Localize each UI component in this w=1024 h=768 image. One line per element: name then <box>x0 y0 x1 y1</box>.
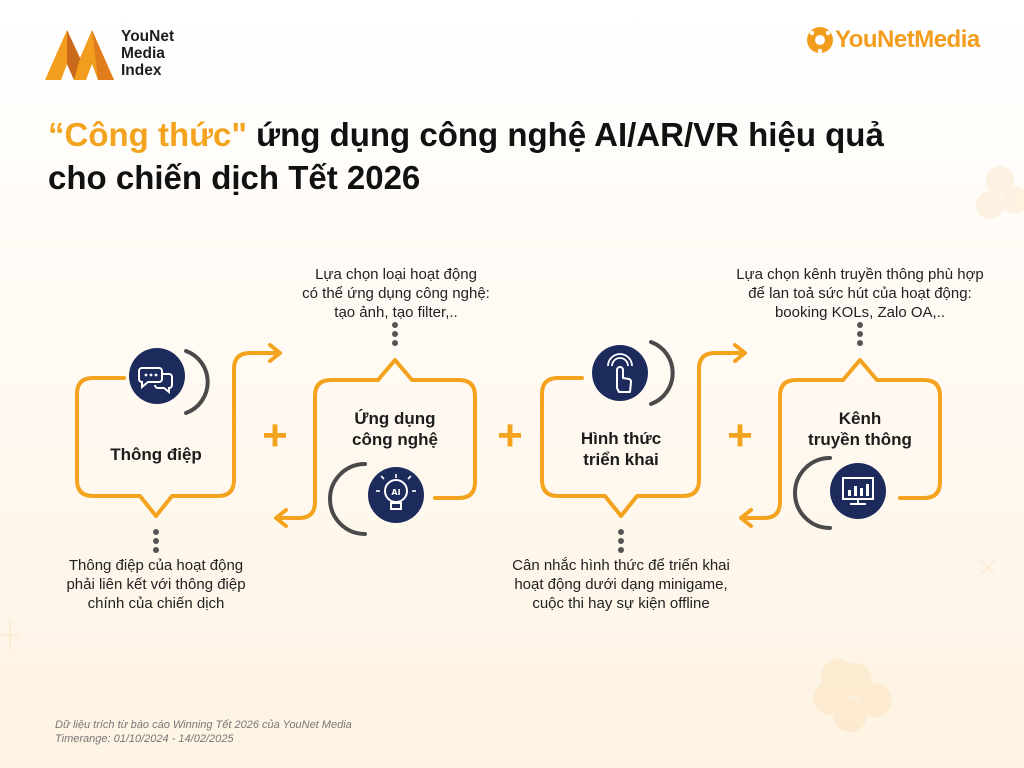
arrow-head-left-2 <box>274 508 288 528</box>
chat-bubbles-icon <box>129 348 185 404</box>
frame-kenh-truyen-thong <box>743 358 942 520</box>
caption-line: tạo ảnh, tạo filter,.. <box>334 304 458 321</box>
younet-media-logo-mark <box>807 27 833 54</box>
label-ung-dung-cong-nghe: Ứng dụng công nghệ <box>318 408 472 450</box>
caption-line: để lan toả sức hút của hoạt động: <box>748 285 972 302</box>
younet-media-index-logo-text: YouNet Media Index <box>121 28 211 79</box>
caption-line: phải liên kết với thông điệp <box>66 576 246 593</box>
dots-4 <box>857 322 863 346</box>
arc-4 <box>793 456 832 530</box>
svg-text:AI: AI <box>391 488 400 497</box>
title-highlight: “Công thức" <box>48 116 248 153</box>
label-hinh-thuc-trien-khai: Hình thức triển khai <box>545 428 697 470</box>
caption-line: cuộc thi hay sự kiện offline <box>532 595 710 612</box>
title-rest: ứng dụng công nghệ AI/AR/VR hiệu quả cho… <box>48 116 884 196</box>
caption-line: có thể ứng dụng công nghệ: <box>302 285 490 302</box>
frame-thong-diep <box>75 351 280 518</box>
footnote-source: Dữ liệu trích từ báo cáo Winning Tết 202… <box>55 719 352 731</box>
caption-line: booking KOLs, Zalo OA,.. <box>774 304 946 321</box>
younet-media-index-logo <box>45 30 114 80</box>
younet-media-logo: YouNetMedia <box>805 25 1005 57</box>
caption-line: Lựa chọn loại hoạt động <box>315 266 477 283</box>
decorative-sparkles <box>0 559 996 650</box>
label-thong-diep: Thông điệp <box>80 444 232 465</box>
dots-2 <box>392 322 398 346</box>
caption-thong-diep: Thông điệp của hoạt động phải liên kết v… <box>44 556 268 613</box>
page-title: “Công thức" ứng dụng công nghệ AI/AR/VR … <box>48 113 928 199</box>
decorative-flower-bottom-right <box>813 659 892 732</box>
caption-hinh-thuc-trien-khai: Cân nhắc hình thức để triển khai hoạt độ… <box>496 556 746 613</box>
footnote-timerange: Timerange: 01/10/2024 - 14/02/2025 <box>55 733 234 745</box>
dots-1 <box>153 529 159 553</box>
caption-line: chính của chiến dịch <box>87 595 225 612</box>
logo-line-3: Index <box>121 62 162 79</box>
caption-line: Lựa chọn kênh truyền thông phù hợp <box>736 266 984 283</box>
arc-1 <box>184 349 210 415</box>
source-footnote: Dữ liệu trích từ báo cáo Winning Tết 202… <box>55 718 352 746</box>
caption-line: hoạt động dưới dạng minigame, <box>514 576 728 593</box>
analytics-monitor-icon <box>830 463 886 519</box>
arrow-head-right-3 <box>733 343 747 363</box>
caption-kenh-truyen-thong: Lựa chọn kênh truyền thông phù hợp để la… <box>722 265 998 322</box>
caption-line: Cân nhắc hình thức để triển khai <box>512 557 730 574</box>
caption-ung-dung-cong-nghe: Lựa chọn loại hoạt động có thể ứng dụng … <box>285 265 507 322</box>
decorative-flower-top-right <box>976 166 1024 219</box>
arrow-head-left-4 <box>739 508 753 528</box>
logo-line-1: YouNet <box>121 28 175 45</box>
label-line: Hình thức <box>580 429 662 448</box>
label-line: Ứng dụng <box>354 409 436 428</box>
frame-hinh-thuc-trien-khai <box>540 351 745 518</box>
arrow-head-right-1 <box>268 343 282 363</box>
caption-line: Thông điệp của hoạt động <box>68 557 244 574</box>
frame-ung-dung-cong-nghe <box>278 358 477 520</box>
plus-sign-1: + <box>262 411 288 460</box>
touch-hand-icon <box>592 345 648 401</box>
ai-lightbulb-icon: AI <box>368 467 424 523</box>
label-line: triển khai <box>583 450 659 469</box>
arc-2 <box>328 462 367 536</box>
plus-sign-3: + <box>727 411 753 460</box>
plus-sign-2: + <box>497 411 523 460</box>
dots-3 <box>618 529 624 553</box>
label-line: Kênh <box>838 409 882 428</box>
label-line: công nghệ <box>352 430 438 449</box>
arc-3 <box>649 340 675 406</box>
label-line: Thông điệp <box>110 445 202 464</box>
logo-line-2: Media <box>121 45 165 62</box>
label-line: truyền thông <box>808 430 912 449</box>
younet-media-logo-text: YouNetMedia <box>835 26 980 53</box>
label-kenh-truyen-thong: Kênh truyền thông <box>783 408 937 450</box>
